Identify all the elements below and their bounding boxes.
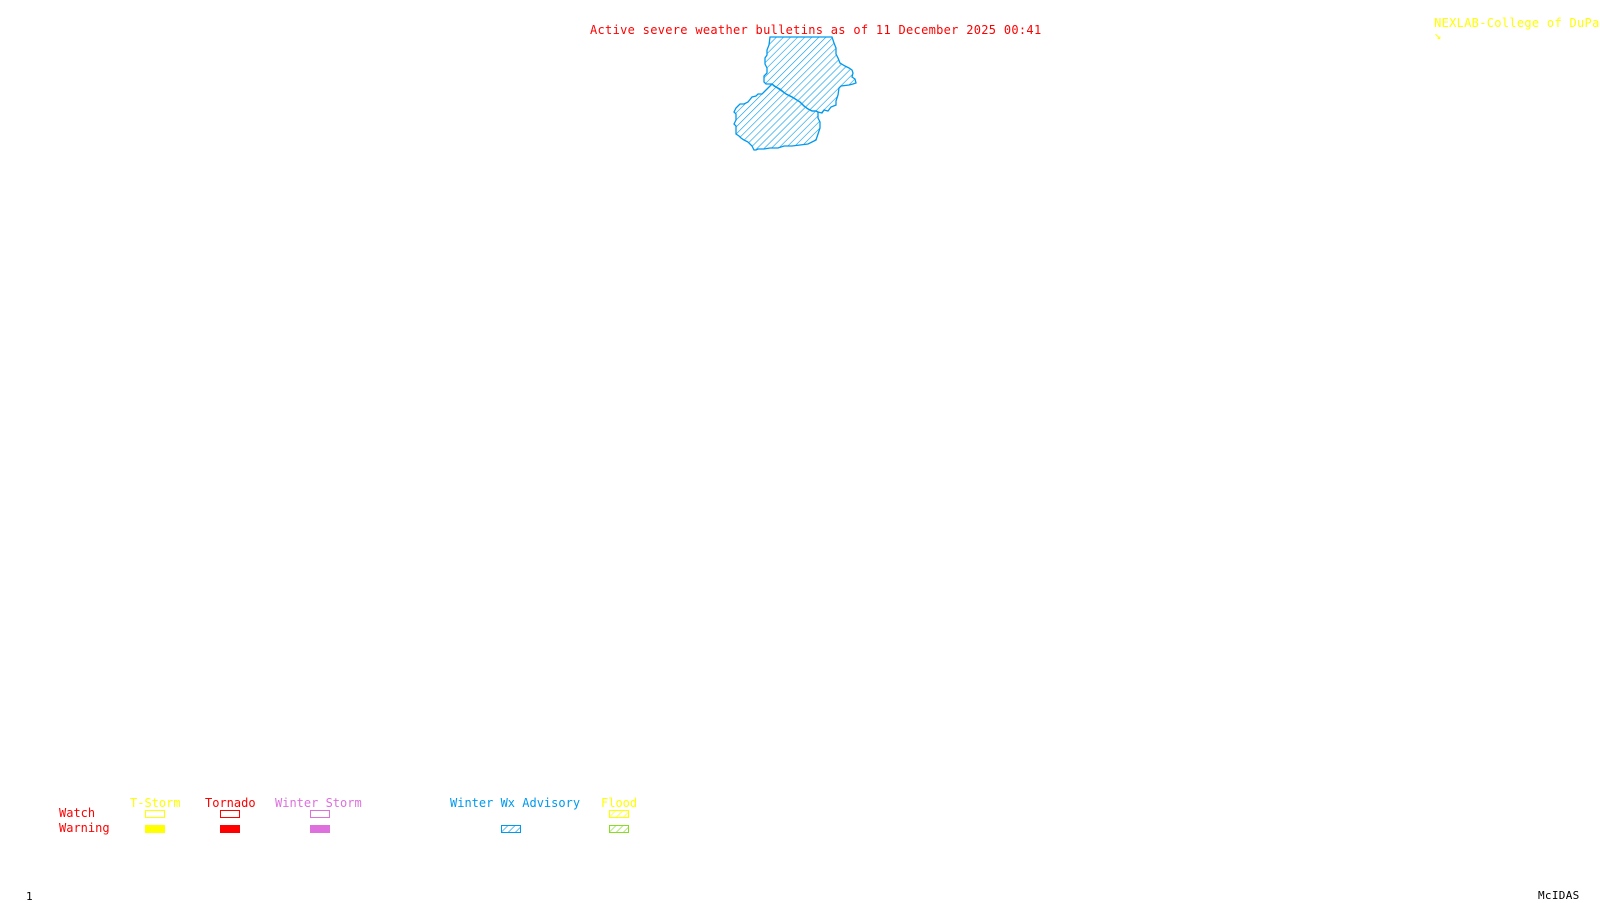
legend-watch-label: Watch (59, 806, 96, 820)
winter-wx-advisory-swatch (501, 825, 521, 833)
credit-text: NEXLAB-College of DuPage (1434, 16, 1600, 30)
credit-label: NEXLAB-College of DuPage ↘ (1419, 5, 1600, 41)
nexlab-logo-icon: ↘ (1434, 28, 1442, 42)
legend-winter-wx-advisory-label: Winter Wx Advisory (450, 796, 581, 810)
frame-number: 1 (26, 890, 33, 903)
flood-warning-swatch (609, 825, 629, 833)
software-label: McIDAS (1538, 889, 1580, 902)
flood-watch-swatch (609, 810, 629, 818)
tornado-warning-swatch (220, 825, 240, 833)
legend-warning-label: Warning (59, 821, 110, 835)
legend-flood-label: Flood (601, 796, 638, 810)
advisory-area-south[interactable] (733, 83, 821, 151)
winter-storm-warning-swatch (310, 825, 330, 833)
tornado-watch-swatch (220, 810, 240, 818)
legend-winter-storm-label: Winter Storm (275, 796, 362, 810)
winter-storm-watch-swatch (310, 810, 330, 818)
tstorm-warning-swatch (145, 825, 165, 833)
legend-tornado-label: Tornado (205, 796, 256, 810)
page-title: Active severe weather bulletins as of 11… (590, 23, 1042, 37)
tstorm-watch-swatch (145, 810, 165, 818)
legend-tstorm-label: T-Storm (130, 796, 181, 810)
